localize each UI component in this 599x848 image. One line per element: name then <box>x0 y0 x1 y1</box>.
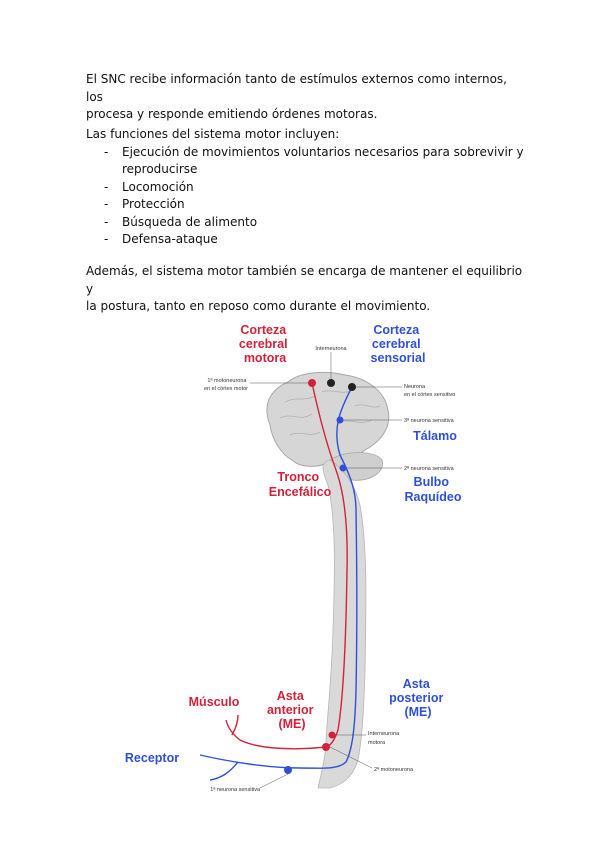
sensory-pathway-branch <box>209 761 239 781</box>
motoneuron-2-dot <box>322 743 330 751</box>
label-line: Asta <box>403 677 431 691</box>
small-label-motoneurona-2: 2ª motoneurona <box>374 766 414 773</box>
label-line: Bulbo <box>414 475 450 489</box>
label-line: Neurona <box>404 384 426 390</box>
closing-paragraph: Además, el sistema motor también se enca… <box>86 263 526 316</box>
intro-line: procesa y responde emitiendo órdenes mot… <box>86 107 378 121</box>
label-receptor: Receptor <box>125 751 179 765</box>
label-line: Corteza <box>373 323 420 337</box>
list-item: Ejecución de movimientos voluntarios nec… <box>86 144 526 179</box>
label-line: (ME) <box>404 705 431 719</box>
label-line: posterior <box>389 691 443 705</box>
label-line: Raquídeo <box>405 490 462 504</box>
label-line: motora <box>244 351 287 365</box>
list-item: Búsqueda de alimento <box>86 214 526 232</box>
label-corteza-sensorial: Corteza cerebral sensorial <box>371 323 426 365</box>
small-label-neurona-cortex: Neurona en el córtex sensitivo <box>404 384 455 398</box>
interneuron-top-dot <box>327 379 335 387</box>
label-corteza-motora: Corteza cerebral motora <box>239 323 291 365</box>
neuron-2-dot <box>339 464 347 472</box>
label-asta-posterior: Asta posterior (ME) <box>389 677 447 719</box>
brain-folds <box>279 389 381 436</box>
motor-pathway-diagram: Corteza cerebral motora Tronco Encefálic… <box>125 323 462 793</box>
neuron-1-dot <box>284 766 292 774</box>
list-item: Protección <box>86 196 526 214</box>
closing-line: Además, el sistema motor también se enca… <box>86 264 523 296</box>
label-line: (ME) <box>278 717 305 731</box>
label-asta-anterior: Asta anterior (ME) <box>267 689 317 731</box>
list-item-text: reproducirse <box>122 162 198 176</box>
closing-line: la postura, tanto en reposo como durante… <box>86 299 431 313</box>
spinal-cord-shape <box>317 459 367 789</box>
label-line: Encefálico <box>269 485 332 499</box>
label-line: Asta <box>277 689 305 703</box>
cortex-sensory-neuron-dot <box>348 383 356 391</box>
neuron-3-dot <box>336 416 344 424</box>
motor-pathway <box>225 382 348 750</box>
label-line: sensorial <box>371 351 426 365</box>
interneuron-bottom-dot <box>328 731 336 739</box>
label-line: 1ª motoneurona <box>207 377 247 384</box>
label-line: cerebral <box>239 337 288 351</box>
brain-shape <box>266 371 390 467</box>
label-line: Interneurona <box>368 731 400 737</box>
label-line: en el córtex motor <box>204 386 248 392</box>
label-line: Tronco <box>277 470 319 484</box>
functions-heading: Las funciones del sistema motor incluyen… <box>86 127 340 141</box>
small-label-interneurona-bottom: Interneurona motora <box>368 731 401 746</box>
motor-pathway-branch <box>231 714 239 736</box>
list-item: Defensa-ataque <box>86 231 526 249</box>
small-label-neurona-1: 1ª neurona sensitiva <box>210 786 261 793</box>
list-item: Locomoción <box>86 179 526 197</box>
label-musculo: Músculo <box>189 695 240 709</box>
motor-functions-section: Las funciones del sistema motor incluyen… <box>86 126 526 249</box>
intro-line: El SNC recibe información tanto de estím… <box>86 72 507 104</box>
label-bulbo: Bulbo Raquídeo <box>405 475 462 504</box>
label-line: Corteza <box>240 323 287 337</box>
label-line: cerebral <box>372 337 421 351</box>
label-line: anterior <box>267 703 314 717</box>
small-label-motoneurona-1: 1ª motoneurona en el córtex motor <box>204 377 248 392</box>
leader-lines <box>250 352 402 789</box>
label-line: en el córtex sensitivo <box>404 392 455 398</box>
functions-list: Ejecución de movimientos voluntarios nec… <box>86 144 526 249</box>
label-tronco: Tronco Encefálico <box>269 470 332 499</box>
small-label-neurona-3: 3ª neurona sensitiva <box>404 417 455 424</box>
list-item-text: Ejecución de movimientos voluntarios nec… <box>122 144 524 159</box>
small-label-interneurona-top: Interneurona <box>315 346 347 352</box>
sensory-pathway <box>199 386 358 769</box>
intro-paragraph: El SNC recibe información tanto de estím… <box>86 71 526 124</box>
label-line: motora <box>368 740 386 746</box>
motoneuron-1-dot <box>308 379 316 387</box>
small-label-neurona-2: 2ª neurona sensitiva <box>404 465 455 472</box>
label-talamo: Tálamo <box>413 429 457 443</box>
